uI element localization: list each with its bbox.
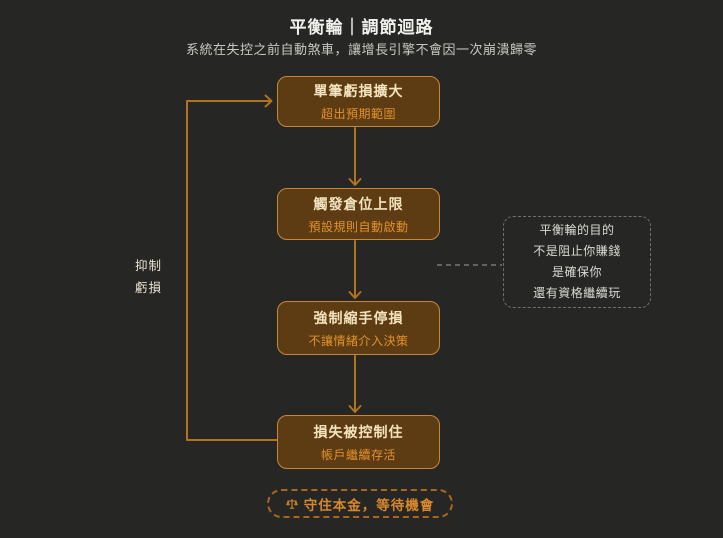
arrow-step2-step3 (348, 240, 362, 299)
feedback-label-line-2: 虧損 (135, 281, 163, 295)
feedback-loop-label: 抑制 虧損 (135, 255, 162, 299)
page-title: 平衡輪｜調節迴路 (289, 18, 434, 37)
arrow-step1-step2 (348, 127, 362, 186)
step-title: 損失被控制住 (313, 423, 404, 440)
side-note: 平衡輪的目的 不是阻止你賺錢 是確保你 還有資格繼續玩 (503, 216, 651, 308)
step-title: 強制縮手停損 (313, 309, 404, 326)
footer-pill-label: 守住本金，等待機會 (303, 497, 435, 513)
step-subtitle: 帳戶繼續存活 (320, 447, 396, 462)
step-title: 單筆虧損擴大 (313, 83, 404, 99)
feedback-loop-line (186, 94, 278, 441)
arrow-step3-step4 (348, 355, 362, 413)
side-note-line-3: 是確保你 (551, 265, 602, 279)
flow-step-loss-expands: 單筆虧損擴大 超出預期範圍 (277, 76, 440, 127)
side-note-line-1: 平衡輪的目的 (539, 223, 615, 237)
footer-pill: 守住本金，等待機會 (267, 489, 453, 518)
step-subtitle: 不讓情緒介入決策 (308, 333, 409, 348)
flow-step-position-limit: 觸發倉位上限 預設規則自動啟動 (277, 188, 440, 240)
side-note-line-2: 不是阻止你賺錢 (533, 244, 621, 258)
side-note-line-4: 還有資格繼續玩 (533, 286, 621, 300)
flow-step-loss-contained: 損失被控制住 帳戶繼續存活 (277, 415, 440, 469)
feedback-label-line-1: 抑制 (135, 259, 163, 273)
page-subtitle: 系統在失控之前自動煞車，讓增長引擎不會因一次崩潰歸零 (185, 42, 537, 57)
step-title: 觸發倉位上限 (313, 195, 404, 212)
balance-scale-icon (285, 498, 298, 510)
step-subtitle: 超出預期範圍 (320, 107, 396, 121)
flow-step-forced-stop: 強制縮手停損 不讓情緒介入決策 (277, 301, 440, 355)
step-subtitle: 預設規則自動啟動 (308, 219, 409, 234)
